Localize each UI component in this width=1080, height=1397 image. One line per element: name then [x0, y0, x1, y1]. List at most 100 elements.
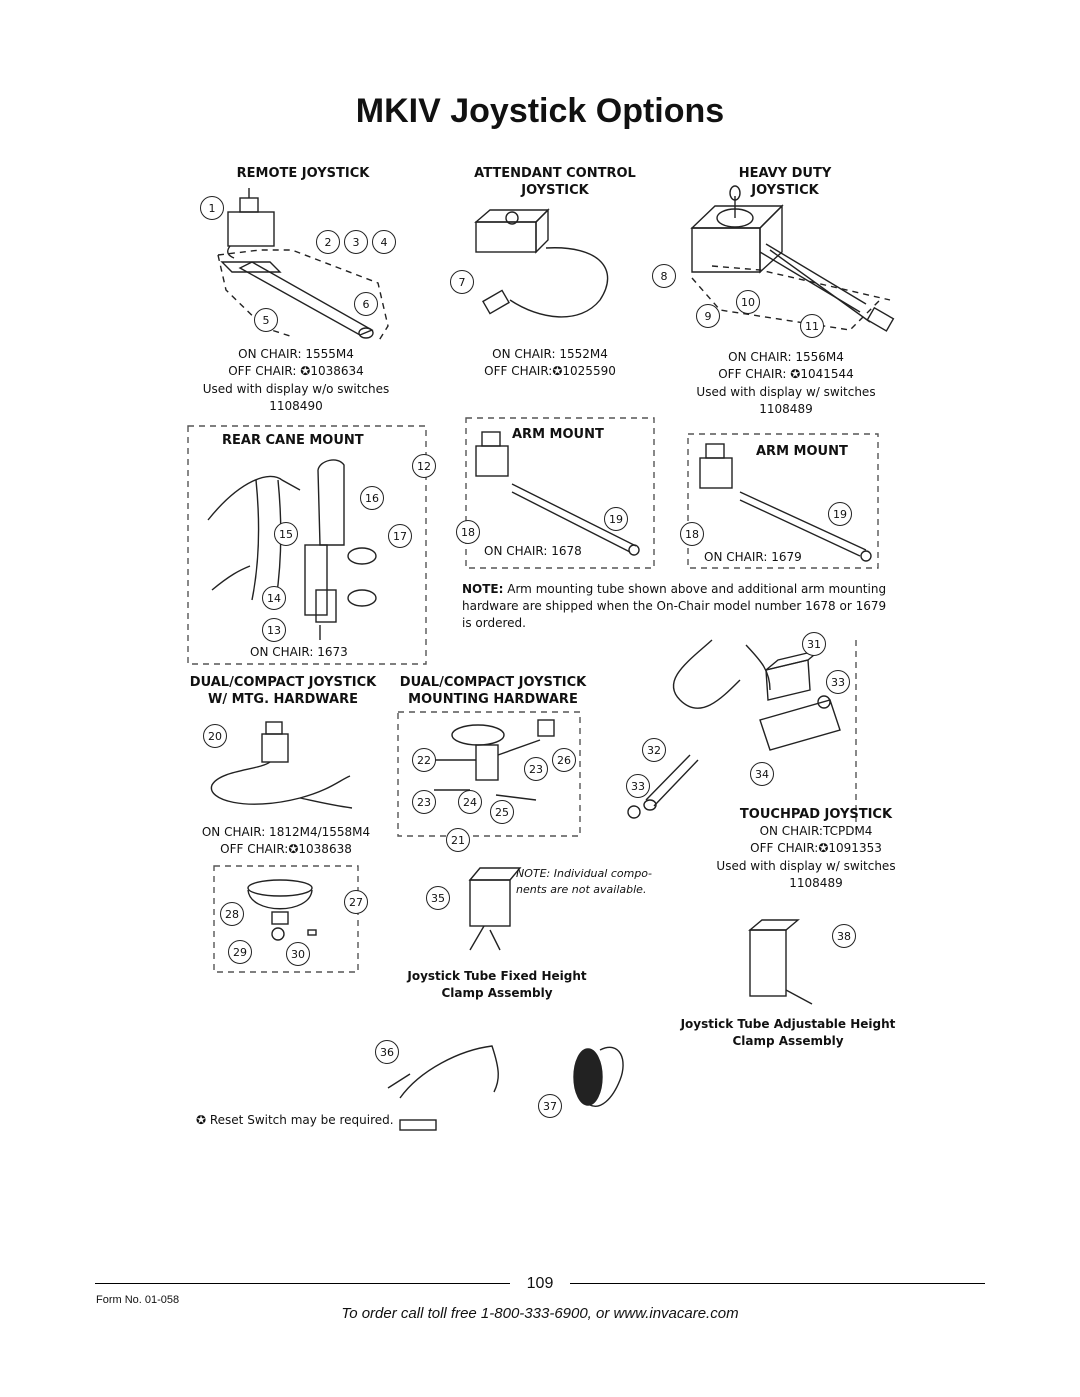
remote-note: Used with display w/o switches — [202, 382, 390, 396]
callout-36: 36 — [375, 1040, 399, 1064]
dual-compact-heading-line2: W/ MTG. HARDWARE — [207, 692, 358, 707]
heavy-duty-part-number: 1108489 — [759, 402, 813, 416]
heavy-duty-heading-line2: JOYSTICK — [751, 183, 819, 198]
callout-32: 32 — [642, 738, 666, 762]
callout-17: 17 — [388, 524, 412, 548]
callout-27: 27 — [344, 890, 368, 914]
attendant-on-chair: ON CHAIR: 1552M4 — [492, 347, 608, 361]
adjustable-clamp-caption-line1: Joystick Tube Adjustable Height — [680, 1017, 896, 1031]
arm-note-line1: Arm mounting tube shown above and additi… — [503, 582, 887, 596]
heavy-duty-note: Used with display w/ switches — [696, 385, 876, 399]
callout-30: 30 — [286, 942, 310, 966]
rear-cane-heading: REAR CANE MOUNT — [222, 433, 364, 448]
arm-mount-1-on-chair: ON CHAIR: 1678 — [484, 544, 582, 558]
remote-on-chair: ON CHAIR: 1555M4 — [238, 347, 354, 361]
remote-joystick-heading: REMOTE JOYSTICK — [236, 166, 370, 181]
callout-1: 1 — [200, 196, 224, 220]
page-title: MKIV Joystick Options — [355, 92, 725, 130]
touchpad-off-chair: OFF CHAIR:✪1091353 — [750, 841, 882, 855]
callout-13: 13 — [262, 618, 286, 642]
callout-10: 10 — [736, 290, 760, 314]
individual-note-line1: NOTE: Individual compo- — [516, 867, 653, 880]
callout-28: 28 — [220, 902, 244, 926]
arm-note-line3: is ordered. — [462, 616, 526, 630]
arm-note-label: NOTE: — [462, 582, 504, 596]
callout-9: 9 — [696, 304, 720, 328]
callout-3: 3 — [344, 230, 368, 254]
touchpad-on-chair: ON CHAIR:TCPDM4 — [759, 824, 873, 838]
arm-mount-1-heading: ARM MOUNT — [512, 427, 604, 442]
dual-compact-on-chair: ON CHAIR: 1812M4/1558M4 — [201, 825, 371, 839]
footer-rule-left — [95, 1283, 510, 1284]
callout-24: 24 — [458, 790, 482, 814]
callout-23-b: 23 — [524, 757, 548, 781]
arm-mounting-note: NOTE: Arm mounting tube shown above and … — [462, 581, 892, 632]
callout-22: 22 — [412, 748, 436, 772]
callout-25: 25 — [490, 800, 514, 824]
callout-4: 4 — [372, 230, 396, 254]
individual-note-line2: nents are not available. — [516, 883, 647, 896]
dual-hardware-heading-line2: MOUNTING HARDWARE — [408, 692, 578, 707]
callout-38: 38 — [832, 924, 856, 948]
callout-19: 19 — [604, 507, 628, 531]
touchpad-heading: TOUCHPAD JOYSTICK — [739, 807, 893, 822]
attendant-heading-line1: ATTENDANT CONTROL — [474, 166, 636, 181]
attendant-heading-line2: JOYSTICK — [521, 183, 589, 198]
order-contact-line: To order call toll free 1-800-333-6900, … — [341, 1305, 739, 1322]
arm-mount-2-heading: ARM MOUNT — [756, 444, 848, 459]
remote-joystick-body — [227, 211, 275, 247]
callout-34: 34 — [750, 762, 774, 786]
callout-21: 21 — [446, 828, 470, 852]
callout-33: 33 — [826, 670, 850, 694]
callout-5: 5 — [254, 308, 278, 332]
callout-20: 20 — [203, 724, 227, 748]
heavy-duty-on-chair: ON CHAIR: 1556M4 — [728, 350, 844, 364]
remote-part-number: 1108490 — [269, 399, 323, 413]
attendant-off-chair: OFF CHAIR:✪1025590 — [484, 364, 616, 378]
dual-compact-heading-line1: DUAL/COMPACT JOYSTICK — [189, 675, 377, 690]
footer-rule-right — [570, 1283, 985, 1284]
reset-switch-drawing — [573, 1048, 603, 1106]
remote-off-chair: OFF CHAIR: ✪1038634 — [228, 364, 364, 378]
callout-15: 15 — [274, 522, 298, 546]
arm-mount-joystick-2 — [699, 457, 733, 489]
attendant-joystick-body — [475, 221, 537, 253]
callout-14: 14 — [262, 586, 286, 610]
page-number: 109 — [526, 1275, 554, 1292]
callout-2: 2 — [316, 230, 340, 254]
callout-23: 23 — [412, 790, 436, 814]
rear-cane-on-chair: ON CHAIR: 1673 — [250, 645, 348, 659]
dual-compact-off-chair: OFF CHAIR:✪1038638 — [220, 842, 352, 856]
heavy-duty-joystick-body — [691, 227, 761, 273]
heavy-duty-off-chair: OFF CHAIR: ✪1041544 — [718, 367, 854, 381]
callout-29: 29 — [228, 940, 252, 964]
callout-33-b: 33 — [626, 774, 650, 798]
callout-26: 26 — [552, 748, 576, 772]
callout-37: 37 — [538, 1094, 562, 1118]
adjustable-clamp-caption-line2: Clamp Assembly — [732, 1034, 844, 1048]
callout-12: 12 — [412, 454, 436, 478]
fixed-clamp-caption-line2: Clamp Assembly — [441, 986, 553, 1000]
fixed-clamp-drawing — [469, 879, 511, 927]
touchpad-note: Used with display w/ switches — [716, 859, 896, 873]
callout-31: 31 — [802, 632, 826, 656]
form-number: Form No. 01-058 — [96, 1294, 180, 1306]
callout-7: 7 — [450, 270, 474, 294]
callout-8: 8 — [652, 264, 676, 288]
arm-mount-joystick — [475, 445, 509, 477]
individual-components-note: NOTE: Individual compo- nents are not av… — [516, 866, 696, 898]
adjustable-clamp-drawing — [749, 929, 787, 997]
callout-35: 35 — [426, 886, 450, 910]
fixed-clamp-caption-line1: Joystick Tube Fixed Height — [407, 969, 587, 983]
callout-6: 6 — [354, 292, 378, 316]
arm-note-line2: hardware are shipped when the On-Chair m… — [462, 599, 887, 613]
heavy-duty-heading-line1: HEAVY DUTY — [738, 166, 832, 181]
reset-switch-note: ✪ Reset Switch may be required. — [196, 1113, 394, 1127]
callout-18: 18 — [456, 520, 480, 544]
arm-mount-2-on-chair: ON CHAIR: 1679 — [704, 550, 802, 564]
dual-hardware-heading-line1: DUAL/COMPACT JOYSTICK — [399, 675, 587, 690]
callout-19-b: 19 — [828, 502, 852, 526]
touchpad-part-number: 1108489 — [789, 876, 843, 890]
callout-18-b: 18 — [680, 522, 704, 546]
